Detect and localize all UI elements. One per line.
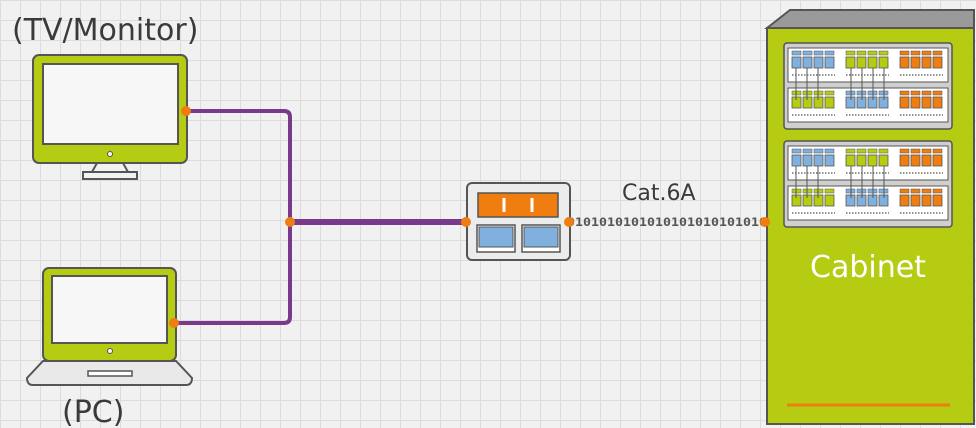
cable-label: Cat.6A xyxy=(622,181,696,206)
patch-port xyxy=(856,56,867,69)
port-indicator xyxy=(878,148,889,154)
patch-port xyxy=(824,154,835,167)
port-indicator xyxy=(856,148,867,154)
cabinet-connector xyxy=(760,217,770,227)
patch-port xyxy=(932,154,943,167)
patch-port xyxy=(824,194,835,207)
port-indicator xyxy=(910,90,921,96)
port-indicator xyxy=(932,90,943,96)
port-indicator xyxy=(867,148,878,154)
patch-port xyxy=(910,154,921,167)
port-indicator xyxy=(921,50,932,56)
patch-port xyxy=(791,56,802,69)
port-indicator xyxy=(845,50,856,56)
cabinet-label: Cabinet xyxy=(810,250,926,285)
patch-port xyxy=(813,154,824,167)
patch-port xyxy=(899,194,910,207)
port-indicator xyxy=(824,188,835,194)
patch-port xyxy=(867,56,878,69)
port-indicator xyxy=(878,50,889,56)
patch-port xyxy=(856,154,867,167)
monitor-connector xyxy=(181,106,191,116)
port-indicator xyxy=(824,50,835,56)
patch-port xyxy=(932,96,943,109)
patch-port xyxy=(921,96,932,109)
port-indicator xyxy=(824,148,835,154)
port-indicator xyxy=(921,148,932,154)
port-indicator xyxy=(899,50,910,56)
patch-port xyxy=(867,154,878,167)
patch-port xyxy=(824,96,835,109)
patch-port xyxy=(899,96,910,109)
patch-port xyxy=(921,56,932,69)
patch-port xyxy=(910,56,921,69)
port-indicator xyxy=(802,148,813,154)
wall-outlet-icon xyxy=(466,182,571,261)
pc-label: (PC) xyxy=(62,395,124,428)
port-indicator xyxy=(910,50,921,56)
port-indicator xyxy=(899,148,910,154)
port-indicator xyxy=(813,148,824,154)
monitor-icon xyxy=(32,54,188,180)
monitor-label: (TV/Monitor) xyxy=(12,13,198,48)
port-indicator xyxy=(932,188,943,194)
port-indicator xyxy=(932,50,943,56)
junction-connector xyxy=(285,217,295,227)
patch-port xyxy=(802,56,813,69)
port-indicator xyxy=(910,148,921,154)
patch-port xyxy=(878,56,889,69)
patch-port xyxy=(910,194,921,207)
patch-port xyxy=(932,194,943,207)
patch-port xyxy=(921,194,932,207)
patch-port xyxy=(802,154,813,167)
port-indicator xyxy=(856,50,867,56)
port-indicator xyxy=(921,188,932,194)
patch-port xyxy=(910,96,921,109)
port-indicator xyxy=(802,50,813,56)
port-indicator xyxy=(932,148,943,154)
port-indicator xyxy=(845,148,856,154)
patch-port xyxy=(921,154,932,167)
patch-port xyxy=(791,154,802,167)
port-indicator xyxy=(813,50,824,56)
patch-port xyxy=(878,154,889,167)
patch-port xyxy=(899,154,910,167)
port-indicator xyxy=(867,50,878,56)
laptop-icon xyxy=(25,267,194,386)
port-indicator xyxy=(824,90,835,96)
patch-port xyxy=(824,56,835,69)
port-indicator xyxy=(791,148,802,154)
patch-port xyxy=(845,154,856,167)
cabinet-icon xyxy=(764,9,975,425)
patch-port xyxy=(845,56,856,69)
connector-dots xyxy=(169,106,770,328)
patch-port xyxy=(813,56,824,69)
laptop-connector xyxy=(169,318,179,328)
patch-port xyxy=(932,56,943,69)
port-indicator xyxy=(910,188,921,194)
patch-port xyxy=(899,56,910,69)
port-indicator xyxy=(791,50,802,56)
outlet-input-connector xyxy=(461,217,471,227)
port-indicator xyxy=(899,188,910,194)
cable-bits: 0101010101010101010101010 xyxy=(567,215,767,229)
outlet-output-connector xyxy=(564,217,574,227)
port-indicator xyxy=(921,90,932,96)
port-indicator xyxy=(899,90,910,96)
purple-wires xyxy=(174,109,466,325)
